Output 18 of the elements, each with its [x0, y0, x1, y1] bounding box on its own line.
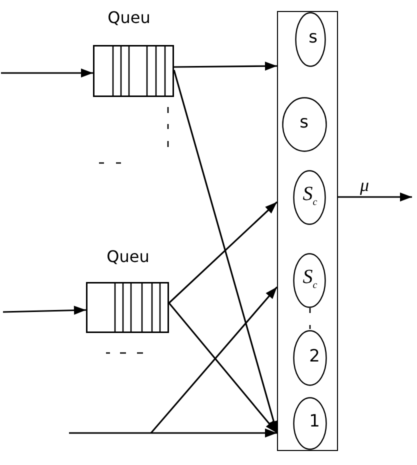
arrow: [168, 302, 278, 434]
arrow: [69, 428, 277, 438]
arrow: [1, 68, 93, 78]
arrow: [174, 62, 277, 71]
queue-label: Queu: [106, 249, 150, 265]
server-label: 2: [309, 348, 320, 366]
server-label: s: [308, 30, 318, 47]
server-label: S$_{c}$: [302, 266, 318, 291]
arrow: [173, 70, 278, 434]
arrow: [338, 192, 412, 202]
server-pool-box: [277, 11, 338, 451]
arrow: [2, 306, 86, 315]
queue-label: Queu: [108, 10, 150, 26]
arrow: [168, 201, 278, 304]
server-label: 1: [309, 414, 320, 431]
arrow: [150, 286, 278, 434]
server-label: S$_{c}$: [302, 184, 318, 208]
server-label: s: [300, 114, 308, 132]
